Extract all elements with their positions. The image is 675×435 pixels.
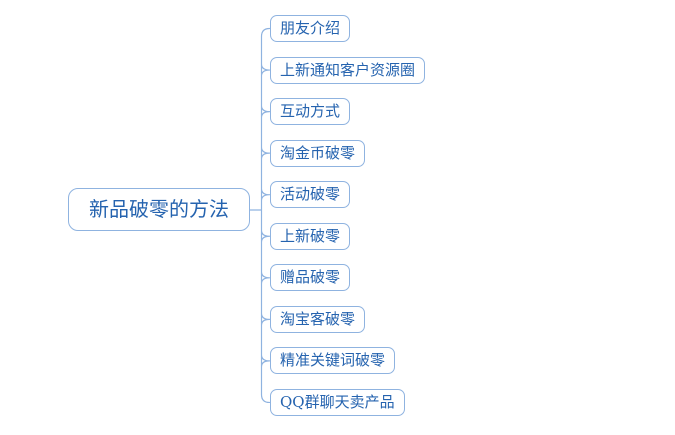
mindmap-node[interactable]: QQ群聊天卖产品 [270,388,405,416]
mindmap-root-node[interactable]: 新品破零的方法 [68,188,250,231]
mindmap-node[interactable]: 朋友介绍 [270,15,351,42]
mindmap-node[interactable]: 上新破零 [270,222,351,250]
mindmap-node[interactable]: 上新通知客户资源圈 [270,56,426,84]
mindmap-node[interactable]: 互动方式 [270,98,351,126]
mindmap-node[interactable]: 活动破零 [270,181,351,209]
mindmap-node[interactable]: 淘宝客破零 [270,305,366,333]
mindmap-node[interactable]: 精准关键词破零 [270,347,396,375]
mindmap-node[interactable]: 淘金币破零 [270,139,366,167]
mindmap-node[interactable]: 赠品破零 [270,264,351,292]
